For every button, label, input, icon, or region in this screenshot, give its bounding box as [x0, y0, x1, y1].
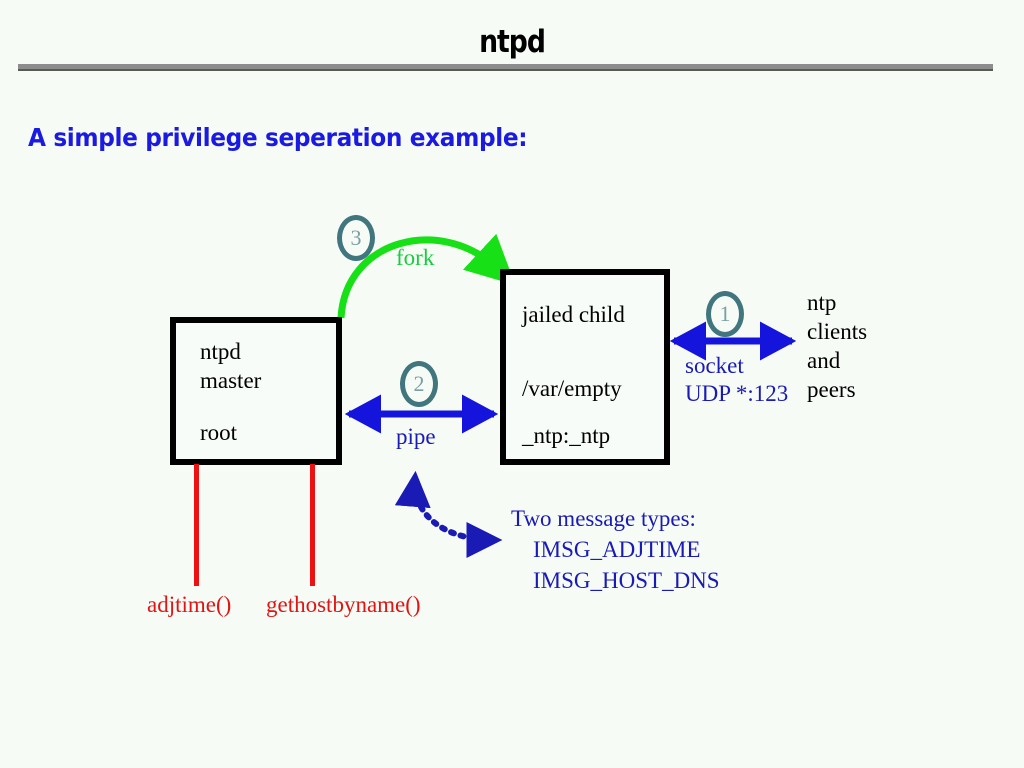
child-line-2: /var/empty [522, 376, 622, 401]
syscall-label-gethostbyname: gethostbyname() [266, 592, 421, 617]
peers-line-3: and [807, 348, 841, 373]
process-box-jailed-child: jailed child /var/empty _ntp:_ntp [500, 269, 670, 465]
pipe-label: pipe [396, 424, 436, 449]
master-line-3: root [200, 420, 238, 445]
syscall-line-adjtime [194, 464, 199, 586]
message-note-arrow [394, 470, 503, 558]
page-title: ntpd [479, 24, 546, 60]
message-type-item-1: IMSG_ADJTIME [533, 537, 701, 562]
socket-udp-label: UDP *:123 [685, 381, 789, 406]
message-types-heading: Two message types: [511, 506, 696, 531]
child-line-1: jailed child [522, 302, 625, 327]
syscall-line-gethostbyname [310, 464, 315, 586]
peers-line-1: ntp [807, 290, 837, 315]
title-divider [18, 64, 993, 71]
master-line-2: master [200, 368, 262, 393]
slide-subtitle: A simple privilege seperation example: [28, 123, 528, 152]
peers-line-4: peers [807, 377, 856, 402]
process-box-master: ntpd master root [170, 317, 342, 465]
peers-line-2: clients [807, 319, 868, 344]
message-type-item-2: IMSG_HOST_DNS [533, 568, 720, 593]
fork-label: fork [396, 245, 435, 270]
syscall-label-adjtime: adjtime() [147, 592, 232, 617]
step-badge-3: 3 [337, 215, 375, 261]
external-peers-block: ntp clients and peers [807, 288, 867, 404]
master-line-1: ntpd [200, 339, 241, 364]
message-types-note: Two message types: IMSG_ADJTIME IMSG_HOS… [511, 503, 720, 596]
socket-label: socket [685, 353, 744, 378]
child-line-3: _ntp:_ntp [522, 423, 611, 448]
step-badge-1: 1 [706, 291, 744, 337]
step-badge-2: 2 [400, 361, 438, 407]
